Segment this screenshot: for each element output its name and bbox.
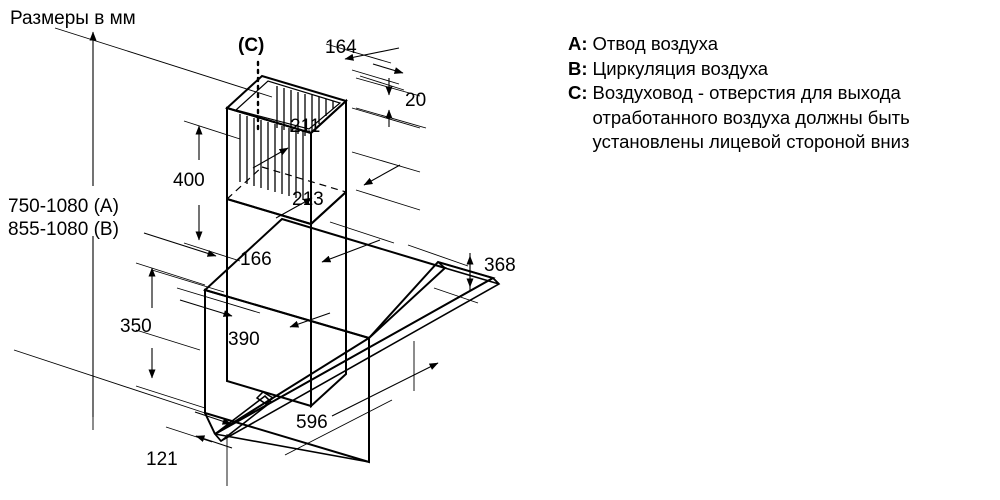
ext-line-top — [54, 27, 273, 98]
callout-text-duct: (C) — [238, 35, 264, 56]
glass-canopy-side-edge — [213, 277, 501, 443]
ext-line-400-bottom — [183, 242, 241, 262]
dim-line-390-right — [289, 312, 331, 328]
ext-line-390-a — [176, 287, 261, 314]
ext-line-350-top — [135, 262, 206, 286]
dim-text-166: 166 — [240, 249, 272, 270]
legend-item-c: C: Воздуховод - отверстия для выхода отр… — [568, 81, 988, 155]
canopy-handle-detail — [255, 391, 275, 405]
chimney-hidden-edges — [226, 166, 347, 200]
chimney-top-rim-outer — [225, 74, 348, 135]
ext-line-211-a — [359, 75, 405, 91]
dim-line-121-left — [195, 435, 233, 449]
dim-text-164: 164 — [325, 37, 357, 58]
dim-line-164-left — [344, 47, 400, 61]
ext-line-20-bottom — [355, 107, 427, 129]
chimney-top-rim-inner — [234, 80, 342, 130]
dim-text-400: 400 — [173, 170, 205, 191]
dim-line-390-left — [179, 299, 233, 317]
louver-hatch-back — [276, 86, 334, 136]
glass-canopy-fold — [213, 394, 273, 443]
dim-text-height-range-a: 750-1080 (A) — [8, 196, 119, 217]
legend-key-c: C: — [568, 82, 588, 103]
ext-line-596-a — [284, 399, 393, 456]
legend-item-b: B: Циркуляция воздуха — [568, 57, 988, 82]
dim-text-height-range-b: 855-1080 (B) — [8, 219, 119, 240]
dim-text-350: 350 — [120, 316, 152, 337]
ext-line-121-a — [165, 426, 213, 443]
dim-leader-213 — [275, 197, 313, 219]
ext-line-164-a — [325, 43, 392, 64]
dim-text-368: 368 — [484, 255, 516, 276]
dim-line-213-arrow — [363, 164, 401, 186]
canopy-vertex-left — [204, 412, 216, 435]
ext-line-213-a — [351, 151, 421, 173]
dim-text-390: 390 — [228, 329, 260, 350]
ext-line-400-top — [183, 120, 241, 140]
chimney-shaft-right-face — [310, 189, 347, 409]
legend-desc-a: Отвод воздуха — [592, 33, 718, 54]
ext-line-166-b — [329, 221, 395, 244]
ext-line-213-b — [355, 189, 421, 211]
ext-line-390-b — [135, 329, 201, 351]
dim-text-213: 213 — [292, 189, 324, 210]
hood-body-top-face — [203, 217, 447, 340]
dim-line-164-right — [372, 63, 404, 74]
legend-desc-c: Воздуховод - отверстия для выхода отрабо… — [592, 82, 910, 152]
ext-line-166-a — [151, 269, 225, 293]
legend-key-a: A: — [568, 33, 588, 54]
dim-leader-211 — [252, 147, 289, 169]
dim-line-596 — [331, 362, 439, 417]
ext-line-350-bottom — [135, 385, 206, 409]
ext-line-368-top — [407, 244, 469, 267]
dim-text-211: 211 — [290, 116, 320, 137]
ext-line-211-b — [351, 107, 421, 129]
ext-line-bottom-left — [13, 349, 206, 414]
page-title: Размеры в мм — [10, 8, 136, 29]
ext-line-368-bottom — [433, 287, 479, 304]
ext-line-164-b — [351, 69, 400, 85]
dim-line-166-left — [143, 232, 217, 257]
legend-desc-b: Циркуляция воздуха — [592, 57, 769, 79]
dim-line-121-right — [194, 411, 232, 425]
legend-item-a: A: Отвод воздуха — [568, 32, 988, 57]
canopy-bottom-left-edge — [214, 433, 370, 463]
dim-text-596: 596 — [296, 412, 328, 433]
dim-text-121: 121 — [146, 449, 178, 470]
dim-text-20: 20 — [405, 90, 426, 111]
dim-line-166-right — [321, 239, 381, 263]
legend: A: Отвод воздуха B: Циркуляция воздуха C… — [568, 32, 988, 155]
legend-key-b: B: — [568, 57, 588, 79]
